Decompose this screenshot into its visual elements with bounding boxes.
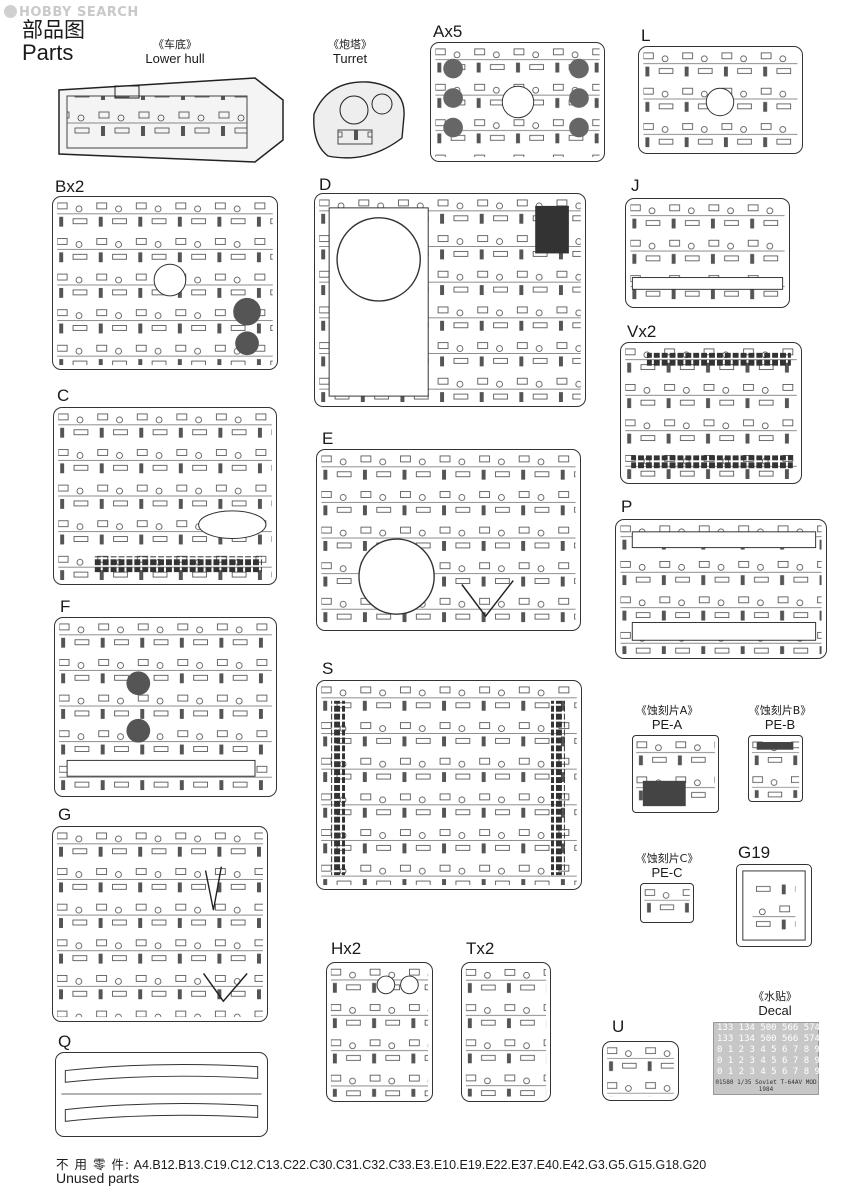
pe-b-caption: 《蚀刻片B》PE-B (748, 704, 812, 732)
sprue-h (326, 962, 433, 1102)
turret-caption: 《炮塔》Turret (328, 38, 372, 66)
sprue-label-u: U (612, 1017, 625, 1036)
decal-sheet: 133 134 500 566 574 579 133 134 500 566 … (713, 1022, 842, 1095)
sprue-e (316, 449, 581, 631)
sprue-s (316, 680, 582, 890)
sprue-v (620, 342, 802, 484)
sprue-pe-a (632, 735, 719, 813)
sprue-label-s: S (322, 659, 334, 678)
sprue-t (461, 962, 551, 1102)
sprue-u (602, 1041, 679, 1101)
turret-drawing (308, 74, 410, 166)
sprue-label-g19: G19 (738, 843, 771, 862)
sprue-label-q: Q (58, 1032, 72, 1051)
lower-hull-caption: 《车底》Lower hull (145, 38, 205, 66)
sprue-g (52, 826, 268, 1022)
sprue-label-p: P (621, 497, 633, 516)
decal-row: 133 134 500 566 574 579 (717, 1034, 842, 1044)
sprue-d (314, 193, 586, 407)
sprue-label-v: Vx2 (627, 322, 657, 341)
sprue-g19 (736, 864, 812, 947)
sprue-label-f: F (60, 597, 71, 616)
sprue-j (625, 198, 790, 308)
sprue-label-b: Bx2 (55, 177, 85, 196)
sprue-c (53, 407, 277, 585)
page-title: Parts (22, 40, 74, 65)
sprue-label-t: Tx2 (466, 939, 495, 958)
sprue-label-h: Hx2 (331, 939, 362, 958)
sprue-label-d: D (319, 175, 332, 194)
decal-footer: 01580 1/35 Soviet T-64AV MOD 1984 (715, 1079, 817, 1093)
sprue-l (638, 46, 803, 154)
sprue-pe-c (640, 883, 694, 923)
decal-row: 133 134 500 566 574 579 (717, 1023, 842, 1033)
decal-row: 0 1 2 3 4 5 6 7 8 9 (717, 1067, 820, 1077)
page-title-cn: 部品图 (22, 18, 85, 42)
unused-parts-label-cn: 不 用 零 件: (56, 1157, 131, 1172)
watermark: HOBBY SEARCH (4, 5, 139, 20)
pe-a-caption: 《蚀刻片A》PE-A (635, 704, 699, 732)
sprue-label-e: E (322, 429, 334, 448)
sprue-p (615, 519, 827, 659)
sprue-f (54, 617, 277, 797)
sprue-label-c: C (57, 386, 70, 405)
watermark-logo-icon (4, 5, 17, 18)
sprue-label-j: J (631, 176, 640, 195)
unused-parts-values: A4.B12.B13.C19.C12.C13.C22.C30.C31.C32.C… (133, 1158, 707, 1172)
unused-parts-list: 不 用 零 件: A4.B12.B13.C19.C12.C13.C22.C30.… (56, 1154, 706, 1173)
sprue-pe-b (748, 735, 803, 802)
sprue-b (52, 196, 278, 370)
pe-c-caption: 《蚀刻片C》PE-C (635, 852, 699, 880)
sprue-q (55, 1052, 268, 1137)
sprue-label-l: L (641, 26, 651, 45)
sprue-label-g: G (58, 805, 72, 824)
lower-hull-drawing (55, 70, 287, 170)
sprue-a (430, 42, 605, 162)
sprue-label-a: Ax5 (433, 22, 463, 41)
decal-row: 0 1 2 3 4 5 6 7 8 9 (717, 1045, 820, 1055)
decal-caption: 《水贴》Decal (753, 990, 797, 1018)
unused-parts-label: Unused parts (56, 1170, 140, 1186)
decal-row: 0 1 2 3 4 5 6 7 8 9 (717, 1056, 820, 1066)
